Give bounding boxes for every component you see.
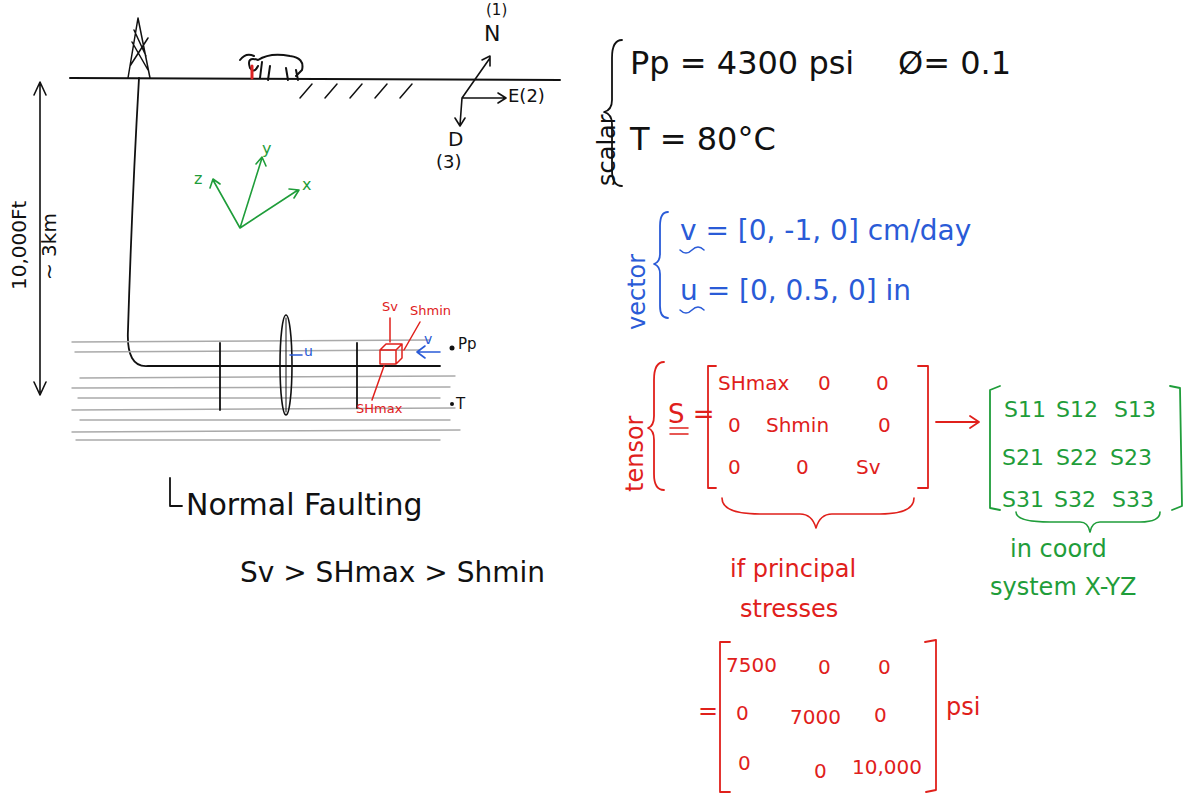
label-text: (3) — [436, 152, 462, 172]
label-text: tensor — [622, 416, 648, 492]
label-text: S11 — [1004, 398, 1046, 422]
label-text: 0 — [796, 456, 809, 478]
label-text: SHmax — [356, 402, 402, 416]
label-text: S12 — [1056, 398, 1098, 422]
label-text: 0 — [736, 702, 749, 724]
label-text: N — [484, 22, 500, 46]
label-text: 0 — [728, 414, 741, 436]
label-text: vector — [624, 254, 650, 330]
label-text: SHmax — [718, 372, 789, 394]
label-text: 0 — [818, 656, 831, 678]
label-text: 10,000 — [852, 756, 922, 778]
label-text: x — [302, 176, 311, 194]
label-text: u = [0, 0.5, 0] in — [680, 276, 911, 307]
label-text: S23 — [1110, 446, 1152, 470]
label-text: E(2) — [508, 86, 545, 106]
label-text: S32 — [1054, 488, 1096, 512]
label-text: S13 — [1114, 398, 1156, 422]
label-text: Sv — [856, 456, 881, 478]
label-text: 7000 — [790, 706, 841, 728]
label-text: = — [698, 698, 718, 724]
label-text: 0 — [818, 372, 831, 394]
label-text: Sv — [382, 300, 398, 314]
label-text: T = 80°C — [630, 122, 776, 157]
label-text: z — [194, 170, 202, 188]
label-text: T — [456, 396, 465, 413]
label-text: Pp — [458, 336, 477, 353]
label-text: stresses — [740, 596, 838, 622]
label-text: scalar — [594, 114, 620, 186]
label-text: 0 — [876, 372, 889, 394]
label-text: u — [304, 344, 313, 359]
label-text: S22 — [1056, 446, 1098, 470]
label-text: system X-YZ — [990, 574, 1137, 600]
label-text: Normal Faulting — [186, 488, 422, 521]
label-text: 0 — [728, 456, 741, 478]
label-text: 10,000Ft — [8, 201, 30, 290]
label-text: Shmin — [410, 304, 451, 318]
label-text: S = — [668, 400, 715, 429]
label-text: Ø= 0.1 — [898, 46, 1011, 81]
label-text: Shmin — [766, 414, 829, 436]
label-text: S33 — [1112, 488, 1154, 512]
label-text: v = [0, -1, 0] cm/day — [680, 216, 971, 247]
label-text: S31 — [1002, 488, 1044, 512]
label-text: if principal — [730, 556, 856, 582]
label-text: v — [424, 332, 432, 347]
label-text: 0 — [814, 760, 827, 782]
label-text: (1) — [486, 2, 507, 19]
label-text: Sv > SHmax > Shmin — [240, 558, 545, 589]
label-text: D — [448, 128, 463, 150]
label-text: 0 — [878, 656, 891, 678]
label-text: in coord — [1010, 536, 1107, 562]
label-text: 0 — [874, 704, 887, 726]
label-text: Pp = 4300 psi — [630, 46, 854, 81]
label-text: 0 — [878, 414, 891, 436]
label-text: 7500 — [726, 654, 777, 676]
label-text: y — [262, 140, 271, 158]
label-text: psi — [946, 694, 980, 720]
label-text: S21 — [1002, 446, 1044, 470]
label-text: ~ 3km — [38, 213, 60, 280]
label-text: 0 — [738, 752, 751, 774]
